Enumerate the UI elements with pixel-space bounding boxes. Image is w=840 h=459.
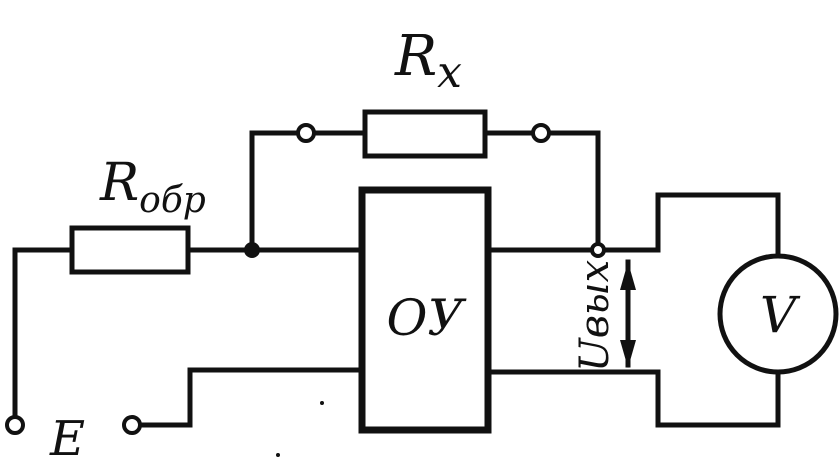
speck [276, 453, 280, 457]
label-output-voltage: Uвых [572, 260, 618, 372]
terminal-rx-left [296, 123, 316, 143]
label-r-obr-sub: обр [139, 180, 206, 221]
wire-opamp-ground [485, 369, 781, 428]
label-r-x-sub: x [437, 47, 462, 98]
label-opamp: ОУ [386, 289, 467, 347]
label-r-obr: Rобр [99, 153, 206, 221]
terminal-output [590, 242, 606, 258]
wire-opamp-output [485, 192, 781, 258]
wire-feedback-loop-left [249, 130, 303, 253]
terminal-source [122, 415, 142, 435]
voltmeter-circle [717, 253, 839, 375]
terminal-rx-right [531, 123, 551, 143]
wire-feedback-loop-right [545, 130, 601, 248]
wire-left-vertical [12, 247, 75, 423]
resistor-r-x [362, 109, 488, 159]
resistor-r-obr [69, 225, 191, 275]
terminal-left-bottom [5, 415, 25, 435]
label-voltmeter: V [760, 286, 801, 344]
label-r-x: Rx [394, 24, 462, 98]
junction-dot [244, 242, 260, 258]
label-source-e: E [49, 411, 85, 459]
wire-source-to-opamp [137, 367, 365, 428]
opamp-block [358, 186, 492, 434]
speck [320, 401, 324, 405]
arrow-head-down [620, 340, 636, 368]
arrow-head-up [620, 262, 636, 290]
